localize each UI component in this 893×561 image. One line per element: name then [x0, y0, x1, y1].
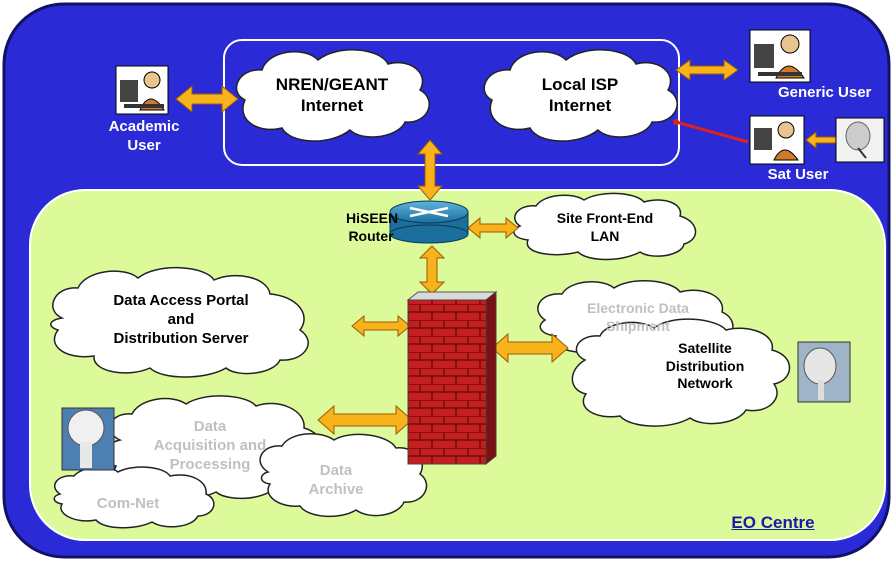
academic-user-icon	[115, 65, 169, 115]
academic-line-2: User	[127, 136, 161, 154]
cloud-nren	[235, 49, 430, 142]
router-label: HiSEEN Router	[346, 210, 399, 245]
cloud-local-isp	[483, 49, 678, 142]
satellite-line-3: Network	[677, 375, 733, 391]
electronic-line-2: Shipment	[606, 317, 670, 334]
router-icon	[389, 200, 469, 244]
acquisition-line-2: Acquisition and	[153, 436, 267, 454]
satellite-line-1: Satellite	[678, 340, 732, 356]
local-isp-line-1: Local ISP	[541, 75, 619, 94]
acquisition-line-1: Data	[193, 418, 227, 435]
academic-line-1: Academic	[108, 118, 180, 135]
satellite-line-2: Distribution	[665, 357, 745, 374]
acquisition-line-3: Processing	[169, 455, 251, 473]
nren-line-2: Internet	[300, 96, 364, 116]
archive-line-1: Data	[319, 462, 353, 479]
electronic-label: Electronic Data Shipment	[568, 300, 708, 335]
site-lan-line-1: Site Front-End	[556, 210, 654, 226]
archive-line-2: Archive	[308, 480, 364, 498]
acquisition-label: Data Acquisition and Processing	[130, 418, 290, 474]
comnet-label: Com-Net	[96, 495, 160, 512]
antenna-photo-satellite	[797, 341, 851, 403]
cloud-portal	[50, 267, 309, 378]
portal-line-3: Distribution Server	[113, 329, 249, 347]
sat-user-link-end	[673, 119, 679, 125]
nren-label: NREN/GEANT Internet	[272, 74, 392, 117]
archive-label: Data Archive	[296, 462, 376, 500]
satellite-label: Satellite Distribution Network	[650, 340, 760, 393]
site-lan-line-2: LAN	[590, 227, 620, 244]
cloud-site-lan	[513, 192, 697, 261]
portal-line-1: Data Access Portal	[113, 292, 249, 309]
site-lan-label: Site Front-End LAN	[540, 210, 670, 245]
cloud-archive	[259, 433, 428, 518]
eo-centre-link[interactable]: EO Centre	[731, 513, 815, 532]
local-isp-line-2: Internet	[548, 96, 612, 116]
academic-user-label: Academic User	[96, 118, 192, 156]
portal-line-2: and	[167, 310, 195, 328]
local-isp-label: Local ISP Internet	[520, 74, 640, 117]
generic-user-label: Generic User	[778, 84, 872, 101]
antenna-photo-acquisition	[61, 407, 115, 471]
generic-user-icon	[749, 29, 811, 83]
electronic-line-1: Electronic Data	[587, 300, 689, 316]
portal-label: Data Access Portal and Distribution Serv…	[86, 292, 276, 348]
router-line-1: HiSEEN	[346, 210, 399, 226]
nren-line-1: NREN/GEANT	[275, 75, 389, 94]
cloud-satellite-network	[571, 318, 791, 427]
router-line-2: Router	[348, 227, 394, 244]
sat-user-icon	[749, 115, 805, 165]
sat-user-label: Sat User	[767, 166, 829, 183]
sat-user-link	[675, 120, 749, 144]
firewall-icon	[406, 290, 498, 466]
sat-dish-icon	[835, 117, 885, 163]
